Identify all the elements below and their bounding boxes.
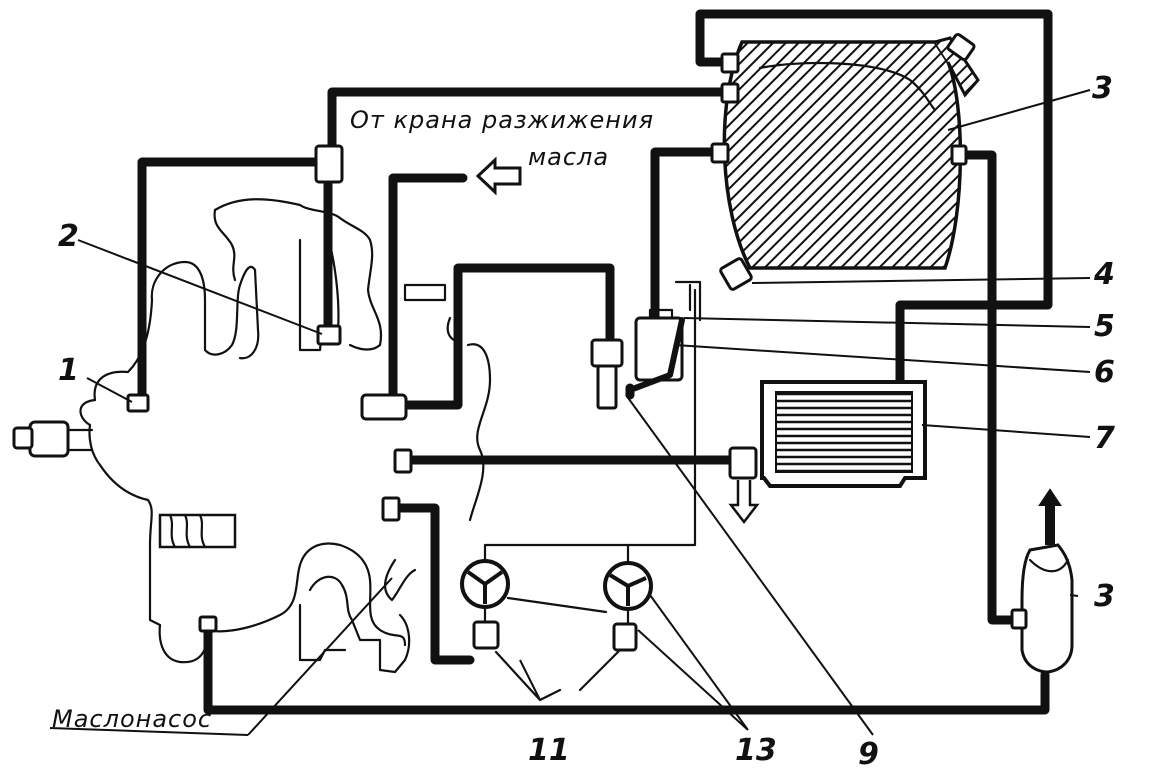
callout-7: 7 [1094, 421, 1115, 456]
callout-leaders [49, 89, 1091, 736]
callout-11: 11 [528, 733, 570, 768]
pipe-fittings [126, 144, 760, 633]
oil-radiator [760, 380, 927, 488]
oil-filter-assembly [590, 308, 685, 410]
callout-13: 13 [735, 733, 777, 768]
right-filter [1010, 488, 1074, 674]
oil-tank [710, 32, 980, 291]
source-caption-line2: масла [528, 143, 609, 171]
engine-internal-lines [403, 280, 702, 567]
callout-6: 6 [1094, 355, 1115, 390]
callout-3-tank: 3 [1092, 71, 1113, 106]
callout-4: 4 [1093, 257, 1115, 292]
oil-pump-label: Маслонасос [52, 705, 212, 733]
callout-2: 2 [58, 219, 79, 254]
gauge-feed-lines [494, 648, 622, 702]
temperature-gauge-13 [603, 561, 653, 652]
engine-outline [12, 198, 417, 674]
gauge-link [506, 596, 608, 614]
source-caption-line1: От крана разжижения [350, 106, 654, 134]
callout-1: 1 [58, 353, 79, 388]
callout-5: 5 [1094, 309, 1115, 344]
flow-arrow [475, 156, 522, 196]
pressure-gauge-11 [460, 559, 510, 650]
callout-3-filter: 3 [1094, 579, 1115, 614]
callout-9: 9 [858, 737, 879, 772]
